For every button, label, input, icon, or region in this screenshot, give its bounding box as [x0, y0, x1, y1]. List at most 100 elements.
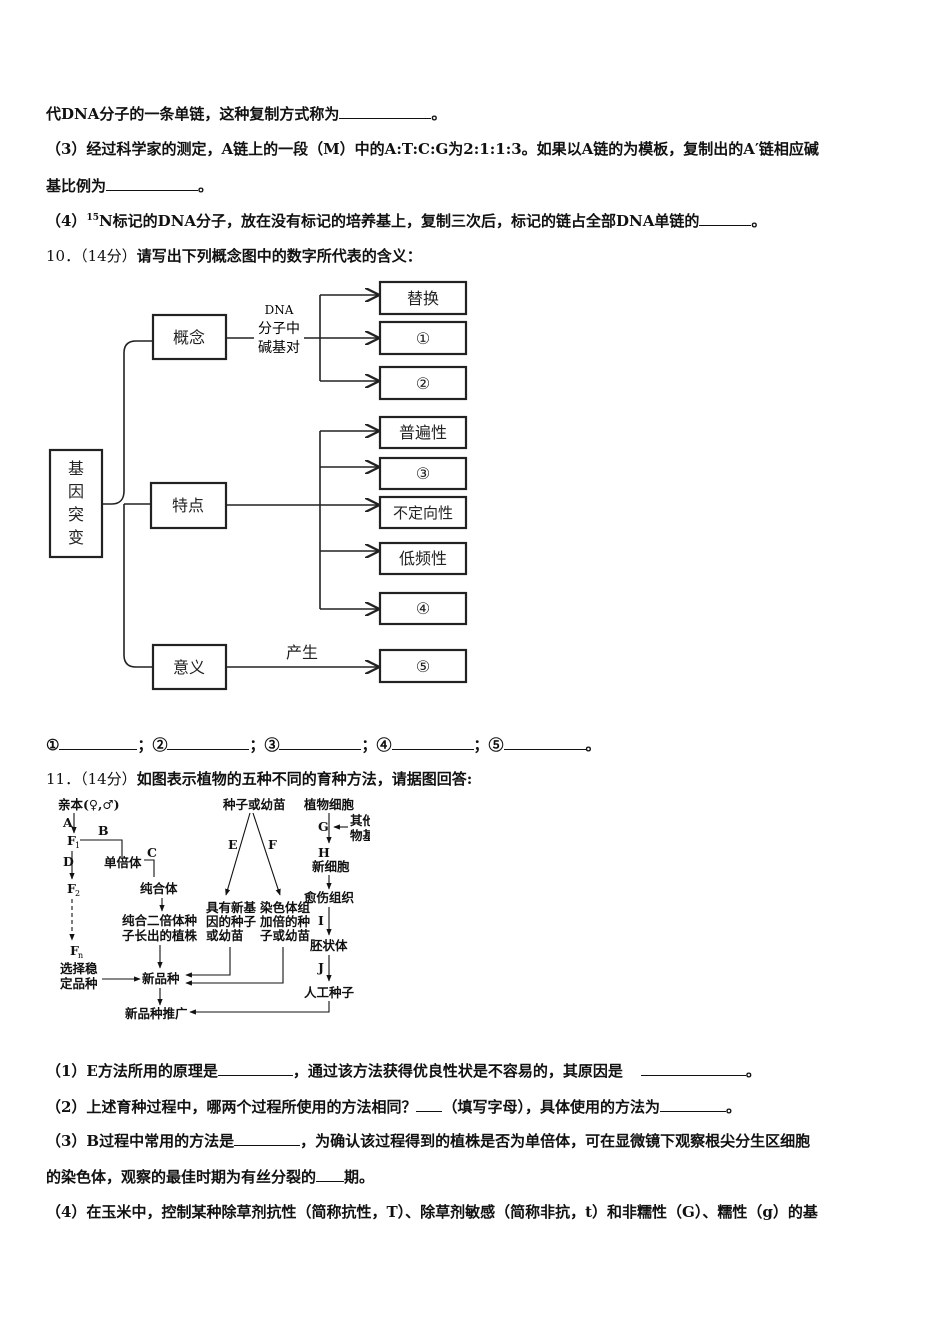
step-label: E [228, 837, 238, 852]
root-box [48, 448, 104, 559]
embryoid-label: 胚状体 [310, 938, 348, 953]
root-label: 突 [68, 505, 84, 524]
feature-box [149, 481, 228, 530]
q10-heading: 10．（14分）请写出下列概念图中的数字所代表的含义： [46, 245, 422, 266]
pure-label: 纯合体 [140, 881, 178, 896]
answer-blank[interactable] [234, 1131, 301, 1146]
answer-blank[interactable] [416, 1097, 443, 1112]
q9-part4: （4）15N标记的DNA分子，放在没有标记的培养基上，复制三次后，标记的链占全部… [46, 211, 767, 230]
leaf-box [378, 456, 468, 491]
step-label: J [317, 960, 324, 975]
leaf-box [378, 280, 468, 316]
root-label: 变 [68, 528, 84, 547]
new-variety-label: 新品种 [142, 971, 180, 986]
other-gene-label: 物基因 [350, 828, 370, 843]
step-label: C [147, 845, 157, 860]
step-label: A [62, 815, 73, 830]
seed-label: 种子或幼苗 [222, 797, 286, 812]
answer-blank[interactable] [279, 735, 362, 750]
leaf-label: 普遍性 [399, 423, 447, 442]
root-label: 因 [68, 482, 84, 501]
leaf-label: 不定向性 [393, 504, 453, 522]
new-gene-label: 因的种子 [206, 914, 257, 929]
step-label: G [318, 819, 329, 834]
step-label: B [98, 823, 109, 838]
concept-map: 基 因 突 变 概念 特点 意义 DNA 分子中 碱基对 替换 ① ② 普遍性 … [48, 280, 468, 691]
q11-heading: 11．（14分）如图表示植物的五种不同的育种方法，请据图回答: [46, 768, 472, 789]
pure-diploid-label: 子长出的植株 [122, 928, 198, 943]
svg-text:n: n [78, 951, 83, 960]
q11-part4: （4）在玉米中，控制某种除草剂抗性（简称抗性，T）、除草剂敏感（简称非抗，t）和… [46, 1203, 818, 1221]
concept-box [151, 313, 228, 361]
generation-label: F [70, 943, 79, 958]
leaf-box [378, 541, 468, 576]
root-label: 基 [68, 459, 84, 478]
answer-blank[interactable] [106, 176, 199, 191]
promote-label: 新品种推广 [125, 1006, 188, 1021]
callus-label: 愈伤组织 [304, 890, 355, 905]
leaf-box [378, 415, 468, 450]
answer-blank[interactable] [316, 1167, 345, 1182]
leaf-box [378, 320, 468, 356]
leaf-label: ① [416, 329, 430, 348]
other-gene-label: 其他生 [350, 813, 370, 828]
answer-blank[interactable] [699, 211, 752, 226]
answer-blank[interactable] [217, 1061, 293, 1076]
q9-part3: （3）经过科学家的测定，A链上的一段（M）中的A:T:C:G为2:1:1:3。如… [46, 138, 819, 159]
leaf-box [378, 365, 468, 401]
edge-label: 分子中 [258, 321, 300, 337]
svg-text:2: 2 [75, 889, 80, 898]
feature-label: 特点 [172, 496, 204, 515]
leaf-label: ② [416, 374, 430, 393]
root-brace [102, 340, 153, 668]
q11-part3: （3）B过程中常用的方法是，为确认该过程得到的植株是否为单倍体，可在显微镜下观察… [46, 1131, 811, 1150]
question-prompt: 如图表示植物的五种不同的育种方法，请据图回答: [136, 770, 473, 788]
leaf-label: ⑤ [416, 657, 430, 676]
edge-label: DNA [265, 303, 294, 317]
q9-continuation: 代DNA分子的一条单链，这种复制方式称为。 [46, 104, 447, 123]
artificial-seed-label: 人工种子 [304, 985, 355, 1000]
q9-cont-text: 代DNA分子的一条单链，这种复制方式称为 [46, 105, 340, 123]
leaf-box [378, 495, 468, 530]
edge-label: 产生 [286, 643, 318, 662]
question-score: （14分） [80, 770, 137, 788]
step-label: I [318, 913, 324, 928]
question-prompt: 请写出下列概念图中的数字所代表的含义： [136, 247, 422, 265]
question-number: 10． [46, 247, 81, 265]
doubled-label: 染色体组 [259, 900, 311, 915]
q11-part3-cont: 的染色体，观察的最佳时期为有丝分裂的期。 [46, 1167, 375, 1186]
leaf-box [378, 648, 468, 684]
generation-label: F [67, 833, 76, 848]
plant-cell-label: 植物细胞 [303, 797, 355, 812]
q10-answers: ①；②；③；④；⑤。 [46, 735, 601, 754]
answer-blank[interactable] [59, 735, 138, 750]
answer-blank[interactable] [640, 1061, 746, 1076]
question-score: （14分） [80, 247, 137, 265]
leaf-label: ③ [416, 464, 430, 483]
meaning-label: 意义 [173, 658, 205, 677]
generation-label: F [67, 881, 76, 896]
leaf-box [378, 591, 468, 626]
step-label: H [318, 845, 330, 860]
answer-blank[interactable] [167, 735, 250, 750]
answer-blank[interactable] [503, 735, 586, 750]
doubled-label: 加倍的种 [259, 914, 310, 929]
step-label: F [268, 837, 277, 852]
new-cell-label: 新细胞 [312, 859, 350, 874]
svg-text:1: 1 [75, 841, 80, 850]
q9-part3-cont: 基比例为。 [46, 176, 214, 195]
haploid-label: 单倍体 [104, 855, 142, 870]
leaf-label: 替换 [407, 289, 439, 308]
leaf-label: ④ [416, 599, 430, 618]
q11-part1: （1）E方法所用的原理是，通过该方法获得优良性状是不容易的，其原因是。 [46, 1061, 761, 1080]
answer-blank[interactable] [339, 104, 432, 119]
breeding-flowchart: 亲本(♀,♂) A F 1 B 单倍体 C 纯合体 纯合二倍体种 子长出的植株 … [58, 797, 370, 1021]
answer-blank[interactable] [659, 1097, 726, 1112]
question-number: 11． [46, 770, 81, 788]
parent-label: 亲本(♀,♂) [58, 797, 120, 812]
answer-blank[interactable] [391, 735, 474, 750]
doubled-label: 子或幼苗 [260, 928, 311, 943]
pure-diploid-label: 纯合二倍体种 [122, 913, 197, 928]
step-label: D [63, 854, 74, 869]
select-label: 选择稳 [60, 961, 98, 976]
